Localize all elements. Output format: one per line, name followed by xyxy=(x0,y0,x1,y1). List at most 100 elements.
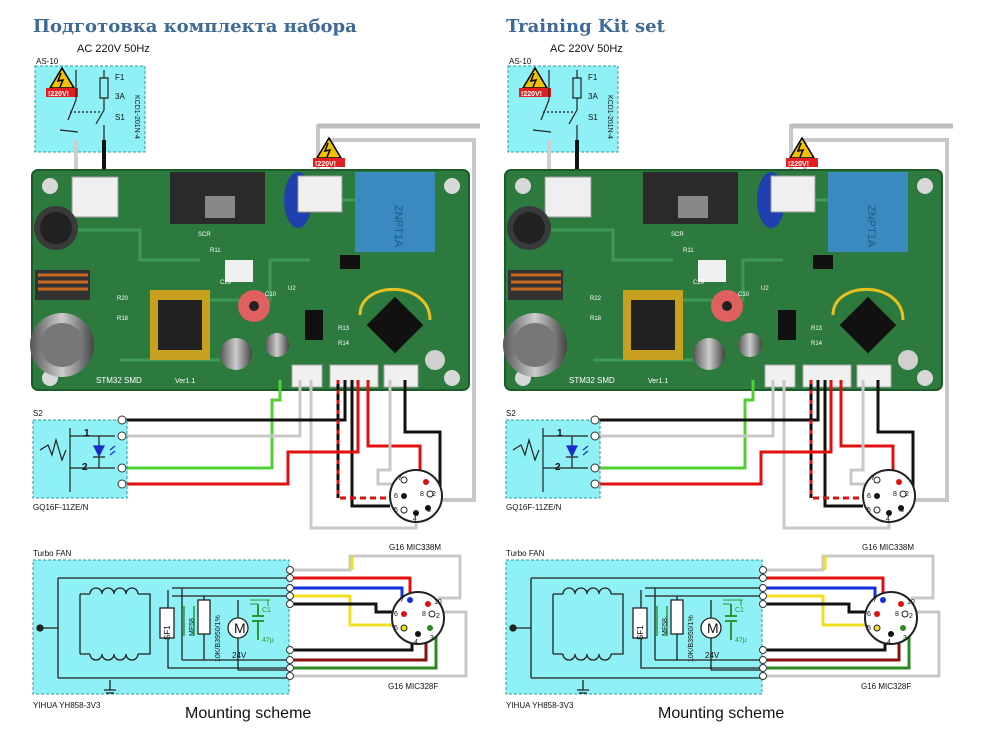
sensor-part: GQ16F-11ZE/N xyxy=(506,503,562,512)
pcb-label: R18 xyxy=(117,316,129,322)
motor-capacitor xyxy=(656,599,743,640)
sf1-label: SF1 xyxy=(636,625,645,640)
pcb-version: Ver1.1 xyxy=(175,378,195,385)
connector-bottom-name: G16 MIC328F xyxy=(388,682,438,691)
svg-text:6: 6 xyxy=(867,493,871,500)
panel-english: Training Kit set AC 220V 50Hz AS-10 !220… xyxy=(473,0,953,750)
sensor-wires xyxy=(595,380,915,530)
warning-icon xyxy=(313,136,345,167)
wiring-diagram: AC 220V 50Hz AS-10 !220V! F1 3A S1 KCD1-… xyxy=(503,43,953,722)
cap-value: 47µ xyxy=(262,637,274,644)
switch-module-name: AS-10 xyxy=(509,57,532,66)
cap-name: C1 xyxy=(735,607,744,614)
sensor-name: S2 xyxy=(506,409,516,418)
motor-capacitor xyxy=(183,599,270,640)
svg-text:6: 6 xyxy=(867,611,871,618)
fan-schematic xyxy=(509,577,763,694)
svg-text:4: 4 xyxy=(414,639,418,646)
sensor-pin1: 1 xyxy=(84,428,90,439)
pcb-brand: STM32 SMD xyxy=(96,376,142,385)
connector-338m: 7 6 8 2 5 4 3 xyxy=(389,469,443,523)
switch-part: KCD1-201N-4 xyxy=(133,95,140,139)
svg-text:ZNPT1A: ZNPT1A xyxy=(865,205,877,248)
motor-symbol: M xyxy=(234,620,246,636)
fuse-rating: 3A xyxy=(588,92,598,101)
warning-icon xyxy=(519,66,551,97)
sensor-symbol xyxy=(512,428,589,492)
pcb-board: ZNPT1A xyxy=(503,169,943,391)
pcb-label: R14 xyxy=(338,341,350,347)
pcb-label: C10 xyxy=(738,292,750,298)
svg-text:4: 4 xyxy=(413,516,417,523)
connector-top-name: G16 MIC338M xyxy=(862,543,914,552)
switch-label: S1 xyxy=(588,113,598,122)
fan-schematic xyxy=(36,577,290,694)
svg-text:7: 7 xyxy=(871,475,875,482)
svg-text:5: 5 xyxy=(867,625,871,632)
svg-text:2: 2 xyxy=(436,613,440,620)
caption: Mounting scheme xyxy=(658,705,784,722)
pcb-label: R14 xyxy=(811,341,823,347)
sensor-module xyxy=(32,419,128,499)
connector-328f: 7 6 8 10 2 5 4 3 xyxy=(864,591,918,646)
switch-symbol xyxy=(59,70,109,140)
connector-top-name: G16 MIC338M xyxy=(389,543,441,552)
power-label: AC 220V 50Hz xyxy=(550,43,623,55)
pcb-version: Ver1.1 xyxy=(648,378,668,385)
motor-symbol: M xyxy=(707,620,719,636)
svg-text:5: 5 xyxy=(394,625,398,632)
sensor-module xyxy=(505,419,601,499)
power-label: AC 220V 50Hz xyxy=(77,43,150,55)
sensor-pin2: 2 xyxy=(555,462,561,473)
svg-text:ZNPT1A: ZNPT1A xyxy=(392,205,404,248)
fuse-rating: 3A xyxy=(115,92,125,101)
svg-text:6: 6 xyxy=(394,493,398,500)
caption: Mounting scheme xyxy=(185,705,311,722)
svg-text:5: 5 xyxy=(867,507,871,514)
switch-part: KCD1-201N-4 xyxy=(606,95,613,139)
mf58-label: MF58 xyxy=(662,618,669,636)
svg-text:2: 2 xyxy=(905,491,909,498)
switch-symbol xyxy=(532,70,582,140)
switch-module-name: AS-10 xyxy=(36,57,59,66)
svg-text:3: 3 xyxy=(430,635,434,642)
svg-text:4: 4 xyxy=(887,639,891,646)
svg-text:10: 10 xyxy=(434,599,442,606)
connector-338m: 7 6 8 2 5 4 3 xyxy=(862,469,916,523)
connector-bottom-name: G16 MIC328F xyxy=(861,682,911,691)
power-module xyxy=(507,65,619,153)
pcb-label: R11 xyxy=(210,248,221,254)
warning-text: !220V! xyxy=(521,91,542,98)
svg-text:7: 7 xyxy=(400,597,404,604)
svg-text:4: 4 xyxy=(886,516,890,523)
fan-part: YIHUA YH858-3V3 xyxy=(506,701,574,710)
fuse-label: F1 xyxy=(115,73,125,82)
svg-text:3: 3 xyxy=(427,507,431,514)
pcb-label: R20 xyxy=(117,296,129,302)
svg-text:10: 10 xyxy=(907,599,915,606)
warning-icon xyxy=(46,66,78,97)
cap-name: C1 xyxy=(262,607,271,614)
svg-text:3: 3 xyxy=(903,635,907,642)
warning-text: !220V! xyxy=(788,161,809,168)
warning-text: !220V! xyxy=(48,91,69,98)
pcb-brand: STM32 SMD xyxy=(569,376,615,385)
sensor-part: GQ16F-11ZE/N xyxy=(33,503,89,512)
sf1-label: SF1 xyxy=(163,625,172,640)
warning-icon xyxy=(786,136,818,167)
wiring-diagram: AC 220V 50Hz AS-10 !220V! F1 3A S1 KCD1-… xyxy=(30,43,480,722)
pcb-board: ZNPT1A xyxy=(30,169,470,391)
fan-terminal-block xyxy=(759,566,767,680)
motor-voltage: 24V xyxy=(705,651,720,660)
svg-text:8: 8 xyxy=(420,491,424,498)
power-module xyxy=(34,65,146,153)
warning-text: !220V! xyxy=(315,161,336,168)
connector-328f: 7 6 8 10 2 5 4 3 xyxy=(391,591,445,646)
pcb-label: SCR xyxy=(198,232,211,238)
mf58-label: MF58 xyxy=(189,618,196,636)
pcb-label: R11 xyxy=(683,248,694,254)
switch-label: S1 xyxy=(115,113,125,122)
panel-title: Training Kit set xyxy=(506,16,665,37)
fan-title: Turbo FAN xyxy=(33,549,72,558)
sensor-pin2: 2 xyxy=(82,462,88,473)
